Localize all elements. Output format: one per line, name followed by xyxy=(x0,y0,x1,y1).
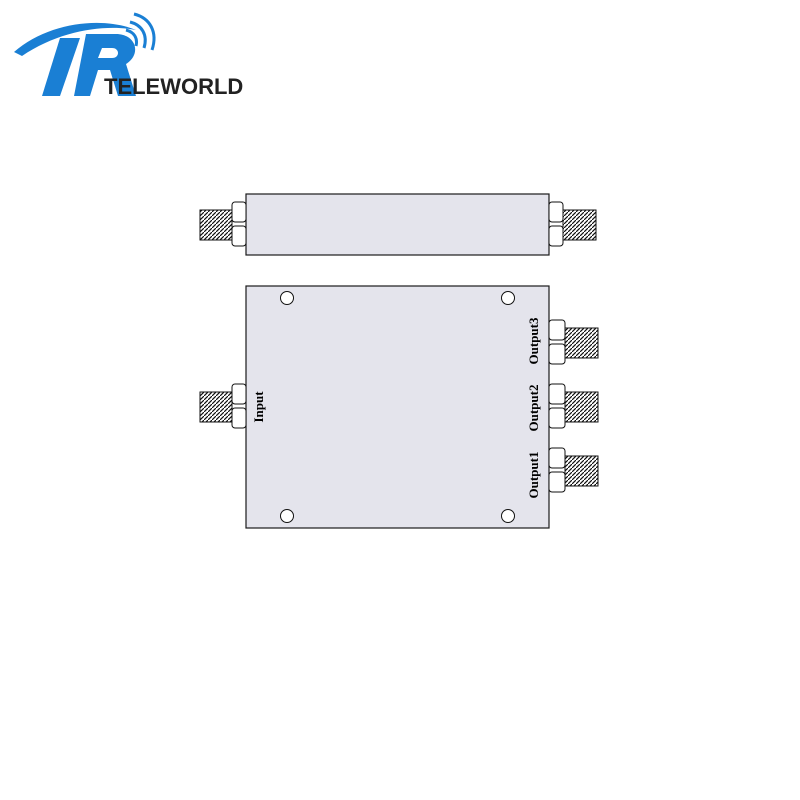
output3-connector-icon xyxy=(548,319,599,365)
mounting-hole-icon xyxy=(280,291,294,305)
output1-connector-icon xyxy=(548,447,599,493)
brand-name: TELEWORLD xyxy=(104,74,244,99)
output3-label: Output3 xyxy=(526,317,541,364)
mounting-hole-icon xyxy=(501,291,515,305)
top-view: Input Output3 Output2 Output1 xyxy=(199,285,599,529)
side-view-housing xyxy=(245,193,550,256)
side-left-connector-icon xyxy=(199,201,247,247)
top-view-housing xyxy=(245,285,550,529)
teleworld-logo-mark xyxy=(14,12,156,96)
signal-arc-icon xyxy=(125,28,138,47)
signal-arc-icon xyxy=(133,12,156,51)
output2-label: Output2 xyxy=(526,385,541,432)
input-connector-icon xyxy=(199,383,247,429)
signal-arc-icon xyxy=(129,20,147,49)
mounting-hole-icon xyxy=(501,509,515,523)
side-right-connector-icon xyxy=(548,201,597,247)
logo-swoosh xyxy=(14,22,136,56)
brand-logo xyxy=(8,8,268,108)
output2-connector-icon xyxy=(548,383,599,429)
logo-t-stem xyxy=(42,38,80,96)
side-view xyxy=(199,193,597,256)
input-label: Input xyxy=(251,391,266,423)
mounting-hole-icon xyxy=(280,509,294,523)
logo-r-letter xyxy=(74,34,136,96)
output1-label: Output1 xyxy=(526,452,541,499)
